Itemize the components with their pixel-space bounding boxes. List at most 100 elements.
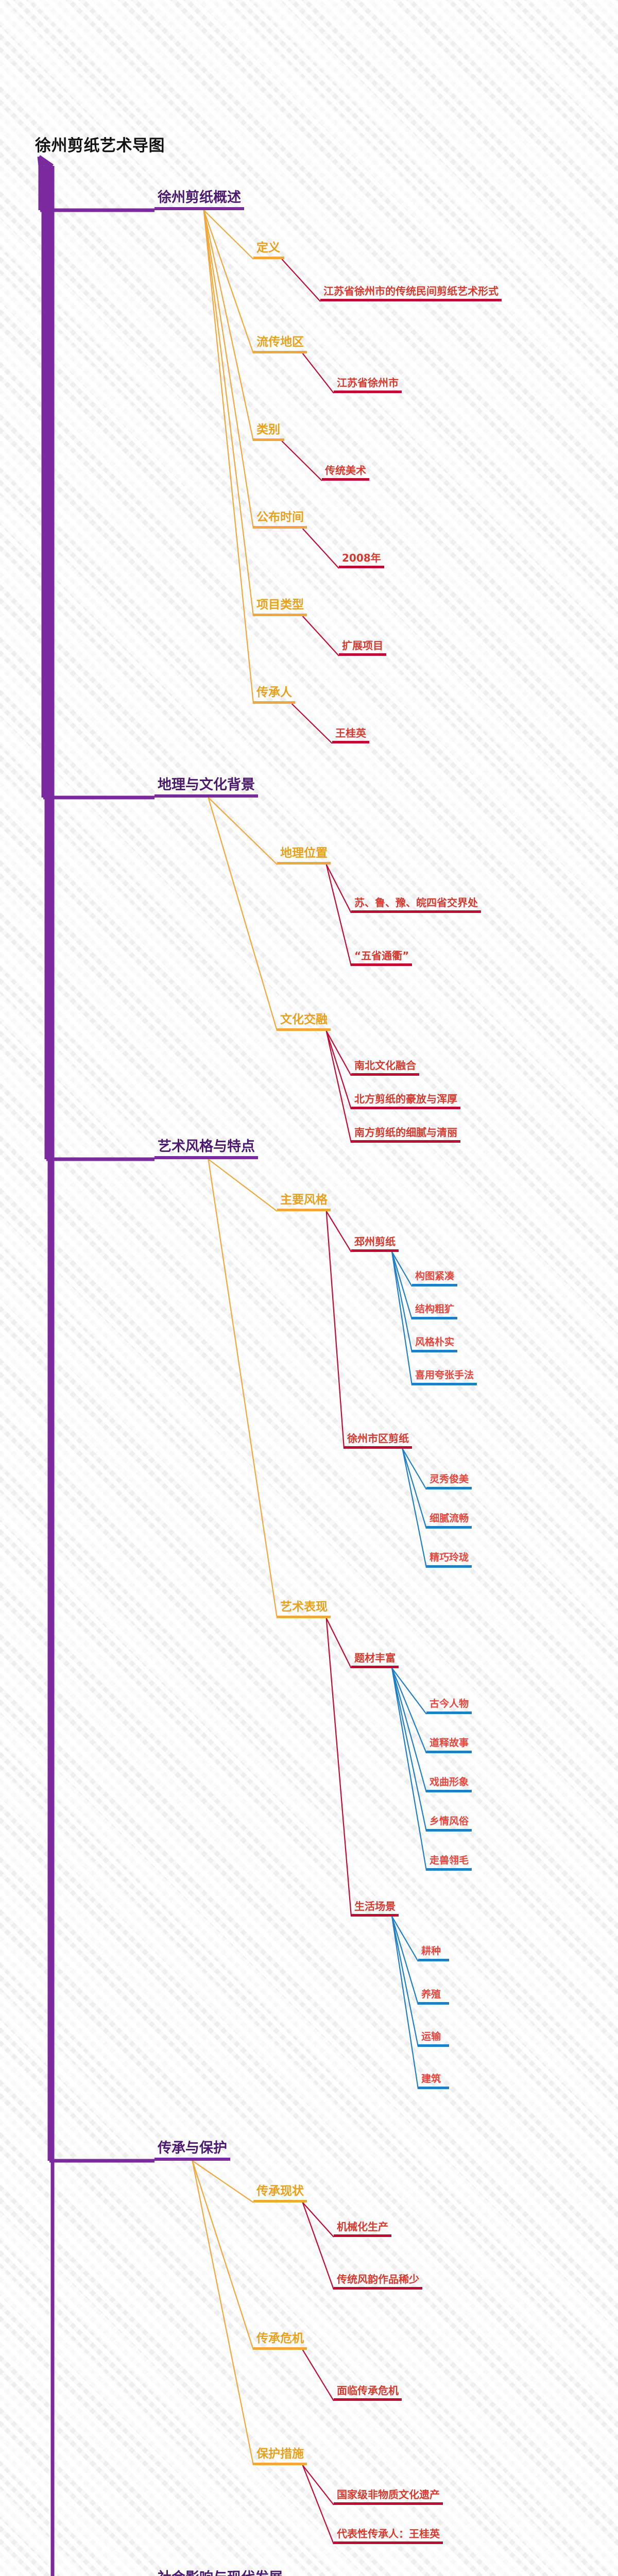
- leaf-five-province-hub[interactable]: “五省通衢”: [351, 951, 413, 966]
- leaf-project-type-value[interactable]: 扩展项目: [339, 640, 386, 656]
- leaf4-architecture[interactable]: 建筑: [418, 2074, 449, 2089]
- branch-node-geography-culture[interactable]: 地理与文化背景: [154, 778, 258, 798]
- leaf-label: 细腻流畅: [426, 1514, 472, 1529]
- leaf-representative-inheritor[interactable]: 代表性传承人：王桂英: [334, 2529, 443, 2544]
- sub-branch-label: 艺术表现: [277, 1601, 331, 1618]
- leaf-label: 扩展项目: [339, 640, 386, 656]
- sub-branch-label: 类别: [253, 424, 284, 441]
- leaf4-exquisite-delicacy[interactable]: 精巧玲珑: [426, 1553, 472, 1568]
- leaf4-graceful-beauty[interactable]: 灵秀俊美: [426, 1475, 472, 1489]
- mindmap-root-node[interactable]: 徐州剪纸艺术导图: [32, 138, 168, 157]
- leaf-label: 传统美术: [322, 465, 369, 481]
- leaf-label: 建筑: [418, 2074, 449, 2089]
- leaf-spread-area-value[interactable]: 江苏省徐州市: [334, 378, 402, 393]
- branch-label: 地理与文化背景: [154, 778, 258, 798]
- branch-label: 社会影响与现代发展: [154, 2571, 286, 2576]
- sub-branch-spread-area[interactable]: 流传地区: [253, 336, 307, 353]
- leaf-publish-date-value[interactable]: 2008年: [339, 553, 384, 568]
- branch-node-inheritance-protection[interactable]: 传承与保护: [154, 2141, 230, 2161]
- leaf4-beasts-and-birds[interactable]: 走兽翎毛: [426, 1856, 472, 1871]
- leaf-label: 养殖: [418, 1990, 449, 2005]
- leaf4-transport[interactable]: 运输: [418, 2032, 449, 2047]
- leaf4-daoist-buddhist-tales[interactable]: 道释故事: [426, 1738, 472, 1753]
- branch-node-overview[interactable]: 徐州剪纸概述: [154, 191, 244, 210]
- leaf-label: 传统风韵作品稀少: [334, 2274, 422, 2290]
- leaf4-bold-structure[interactable]: 结构粗犷: [412, 1304, 458, 1319]
- sub-branch-label: 定义: [253, 242, 284, 259]
- sub-branch-cultural-fusion[interactable]: 文化交融: [277, 1014, 331, 1031]
- leaf-label: 2008年: [339, 553, 384, 568]
- leaf-label: 结构粗犷: [412, 1304, 458, 1319]
- leaf-national-intangible-heritage[interactable]: 国家级非物质文化遗产: [334, 2489, 443, 2505]
- sub-branch-definition[interactable]: 定义: [253, 242, 284, 259]
- leaf-label: 代表性传承人：王桂英: [334, 2529, 443, 2544]
- leaf-label: 国家级非物质文化遗产: [334, 2489, 443, 2505]
- leaf-label: 走兽翎毛: [426, 1856, 472, 1871]
- sub-branch-label: 传承危机: [253, 2333, 307, 2350]
- sub-branch-label: 文化交融: [277, 1014, 331, 1031]
- leaf-label: 题材丰富: [351, 1653, 399, 1668]
- leaf-label: 构图紧凑: [412, 1272, 458, 1286]
- leaf4-compact-composition[interactable]: 构图紧凑: [412, 1272, 458, 1286]
- branch-label: 艺术风格与特点: [154, 1140, 258, 1159]
- leaf-label: 苏、鲁、豫、皖四省交界处: [351, 897, 481, 913]
- leaf-label: “五省通衢”: [351, 951, 413, 966]
- leaf-label: 江苏省徐州市的传统民间剪纸艺术形式: [320, 286, 502, 301]
- leaf-northern-style[interactable]: 北方剪纸的豪放与浑厚: [351, 1094, 460, 1109]
- sub-branch-category[interactable]: 类别: [253, 424, 284, 441]
- leaf-label: 耕种: [418, 1946, 449, 1961]
- leaf-label: 古今人物: [426, 1699, 472, 1714]
- sub-branch-inheritance-crisis[interactable]: 传承危机: [253, 2333, 307, 2350]
- leaf-label: 生活场景: [351, 1901, 399, 1917]
- sub-branch-label: 传承人: [253, 687, 295, 704]
- leaf-label: 南北文化融合: [351, 1060, 419, 1076]
- leaf4-plain-style[interactable]: 风格朴实: [412, 1337, 458, 1352]
- branch-node-art-style[interactable]: 艺术风格与特点: [154, 1140, 258, 1159]
- leaf-scarce-traditional-works[interactable]: 传统风韵作品稀少: [334, 2274, 422, 2290]
- leaf4-exaggeration-technique[interactable]: 喜用夸张手法: [412, 1370, 477, 1385]
- leaf-label: 徐州市区剪纸: [344, 1433, 412, 1449]
- sub-branch-inheritance-status[interactable]: 传承现状: [253, 2185, 307, 2202]
- leaf-label: 运输: [418, 2032, 449, 2047]
- leaf-mechanized-production[interactable]: 机械化生产: [334, 2222, 391, 2237]
- leaf-xuzhou-urban-papercut[interactable]: 徐州市区剪纸: [344, 1433, 412, 1449]
- leaf-pizhou-papercut[interactable]: 邳州剪纸: [351, 1236, 399, 1252]
- sub-branch-label: 公布时间: [253, 512, 307, 529]
- root-label: 徐州剪纸艺术导图: [35, 137, 165, 155]
- leaf4-figures-past-present[interactable]: 古今人物: [426, 1699, 472, 1714]
- sub-branch-main-styles[interactable]: 主要风格: [277, 1194, 331, 1211]
- branch-label: 传承与保护: [154, 2141, 230, 2161]
- leaf4-breeding[interactable]: 养殖: [418, 1990, 449, 2005]
- sub-branch-inheritor[interactable]: 传承人: [253, 687, 295, 704]
- leaf-north-south-fusion[interactable]: 南北文化融合: [351, 1060, 419, 1076]
- branch-label: 徐州剪纸概述: [154, 191, 244, 210]
- leaf-label: 精巧玲珑: [426, 1553, 472, 1568]
- leaf-label: 江苏省徐州市: [334, 378, 402, 393]
- leaf-definition-text[interactable]: 江苏省徐州市的传统民间剪纸艺术形式: [320, 286, 502, 301]
- leaf-label: 面临传承危机: [334, 2385, 402, 2401]
- leaf-rich-subject-matter[interactable]: 题材丰富: [351, 1653, 399, 1668]
- leaf-facing-crisis[interactable]: 面临传承危机: [334, 2385, 402, 2401]
- leaf-label: 乡情风俗: [426, 1817, 472, 1832]
- leaf-life-scenes[interactable]: 生活场景: [351, 1901, 399, 1917]
- leaf-inheritor-value[interactable]: 王桂英: [332, 728, 369, 743]
- leaf4-rural-customs[interactable]: 乡情风俗: [426, 1817, 472, 1832]
- sub-branch-geographic-location[interactable]: 地理位置: [277, 848, 331, 865]
- leaf-label: 道释故事: [426, 1738, 472, 1753]
- leaf-label: 灵秀俊美: [426, 1475, 472, 1489]
- leaf-category-value[interactable]: 传统美术: [322, 465, 369, 481]
- leaf4-delicate-flow[interactable]: 细腻流畅: [426, 1514, 472, 1529]
- sub-branch-label: 项目类型: [253, 599, 307, 616]
- leaf-four-province-border[interactable]: 苏、鲁、豫、皖四省交界处: [351, 897, 481, 913]
- sub-branch-label: 保护措施: [253, 2448, 307, 2465]
- leaf-southern-style[interactable]: 南方剪纸的细腻与清丽: [351, 1127, 460, 1143]
- sub-branch-publish-date[interactable]: 公布时间: [253, 512, 307, 529]
- sub-branch-protection-measures[interactable]: 保护措施: [253, 2448, 307, 2465]
- sub-branch-project-type[interactable]: 项目类型: [253, 599, 307, 616]
- leaf4-opera-imagery[interactable]: 戏曲形象: [426, 1777, 472, 1792]
- branch-node-social-impact[interactable]: 社会影响与现代发展: [154, 2571, 286, 2576]
- sub-branch-artistic-expression[interactable]: 艺术表现: [277, 1601, 331, 1618]
- leaf4-farming[interactable]: 耕种: [418, 1946, 449, 1961]
- leaf-label: 风格朴实: [412, 1337, 458, 1352]
